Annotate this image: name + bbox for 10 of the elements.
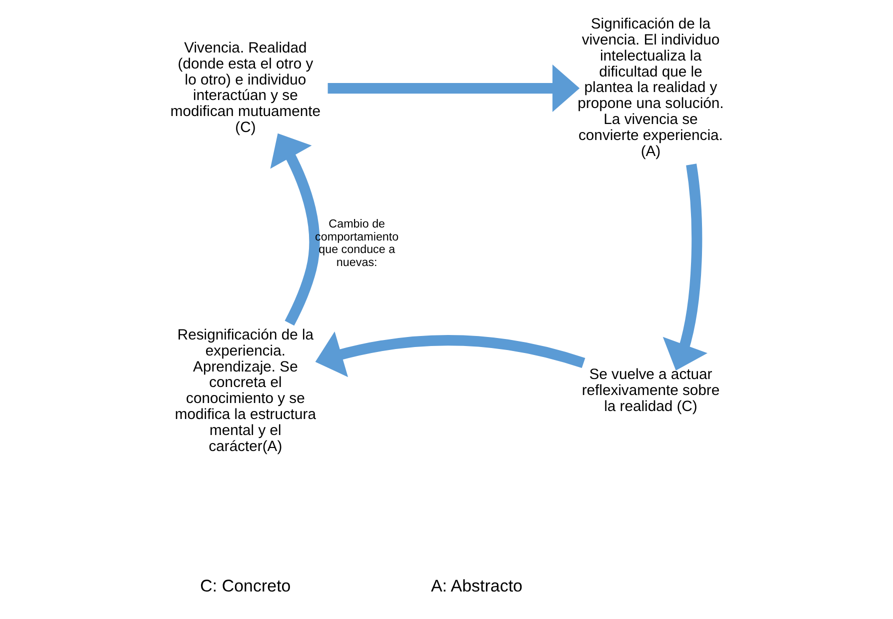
label: C: Concreto [200, 576, 291, 596]
arrow [315, 331, 586, 378]
arrow [662, 164, 708, 370]
node-text: Vivencia. Realidad (donde esta el otro y lo otro) e individuo interactúan y se modifican mutuamente (C) [170, 40, 321, 136]
arrow [270, 133, 320, 326]
arrow [328, 64, 580, 112]
node-text: Se vuelve a actuar reflexivamente sobre la realidad (C) [582, 367, 720, 416]
label: A: Abstracto [430, 576, 522, 596]
node-text: Significación de la vivencia. El individuo intelectualiza la dificultad que le plantea la realidad y propone una solución. La vivencia se convierte experiencia. (A) [578, 16, 724, 160]
node-text: Resignificación de la experiencia. Aprendizaje. Se concreta el conocimiento y se modifica la estructura mental y el carácter(A) [174, 327, 316, 455]
